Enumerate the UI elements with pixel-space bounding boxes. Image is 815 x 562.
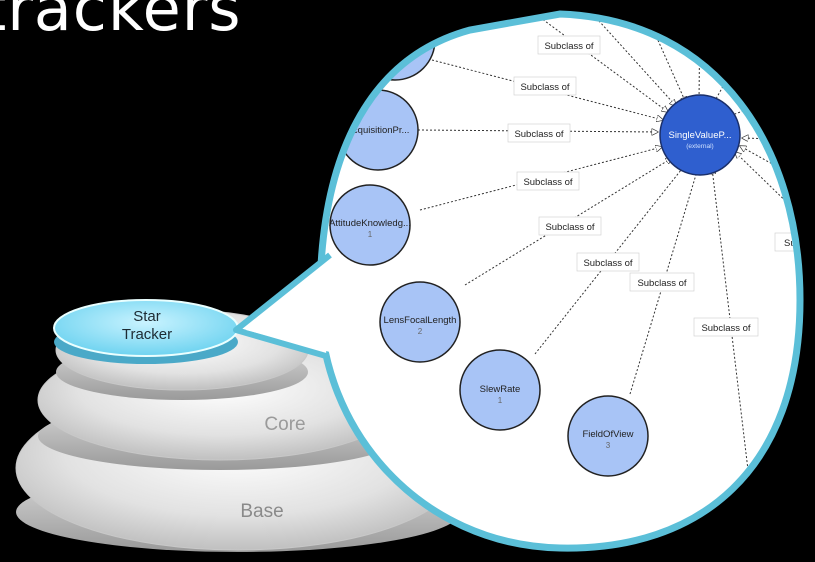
class-node-attitude[interactable]: AttitudeKnowledg... 1 xyxy=(329,184,411,266)
node-label: FieldOfView xyxy=(582,429,633,440)
node-count: 2 xyxy=(418,327,423,336)
node-label: LensFocalLength xyxy=(384,315,457,326)
star-tracker-label-line2: Tracker xyxy=(122,326,172,343)
magnifier-rim xyxy=(316,10,804,552)
callout-pointer-fill xyxy=(246,258,334,352)
class-node-lens[interactable]: LensFocalLength 2 xyxy=(379,281,461,363)
edge-label: Subclass of xyxy=(513,76,577,96)
svg-text:Subclass of: Subclass of xyxy=(520,82,569,93)
node-count: 1 xyxy=(498,396,503,405)
star-tracker-label-line1: Star xyxy=(133,308,161,325)
edge xyxy=(735,152,800,216)
node-count: 3 xyxy=(606,441,611,450)
slide-title: trackers xyxy=(0,0,242,45)
node-label: AcquisitionPr... xyxy=(347,125,410,136)
class-node-fov[interactable]: FieldOfView 3 xyxy=(567,395,649,477)
edge xyxy=(742,138,800,140)
class-node-slew[interactable]: SlewRate 1 xyxy=(459,349,541,431)
edge-label: Subclass of xyxy=(516,171,580,191)
edge xyxy=(629,168,698,395)
node-count: 1 xyxy=(368,230,373,239)
node-label: AttitudeKnowledg... xyxy=(329,218,411,229)
core-label: Core xyxy=(264,414,305,435)
svg-text:Subclass of: Subclass of xyxy=(545,222,594,233)
edge-label: Subclass of xyxy=(693,317,759,337)
edge-label: Subclass of xyxy=(629,272,695,292)
hub-node[interactable]: SingleValueP... (external) xyxy=(659,94,741,176)
edge-label: Subclass of xyxy=(507,123,571,143)
svg-text:Sub: Sub xyxy=(784,238,801,249)
svg-text:Subclass of: Subclass of xyxy=(544,41,593,52)
magnifier-callout: Subclass of Subclass of Subclass of Subc… xyxy=(233,10,804,552)
base-label: Base xyxy=(240,501,283,522)
hub-node-name: SingleValueP... xyxy=(668,130,731,141)
edge-label: Subclass of xyxy=(576,252,640,272)
svg-text:Subclass of: Subclass of xyxy=(514,129,563,140)
layer-stack: Star Tracker Core Base xyxy=(15,299,461,552)
hub-node-subtitle: (external) xyxy=(686,143,713,150)
edge xyxy=(639,14,686,103)
svg-text:Subclass of: Subclass of xyxy=(701,323,750,334)
svg-text:Subclass of: Subclass of xyxy=(637,278,686,289)
node-label: SlewRate xyxy=(480,384,521,395)
edge xyxy=(529,14,668,112)
edge-label: Subclass of xyxy=(538,216,602,236)
svg-text:Subclass of: Subclass of xyxy=(583,258,632,269)
edge-label: Subclass of xyxy=(537,35,601,55)
svg-text:Subclass of: Subclass of xyxy=(523,177,572,188)
